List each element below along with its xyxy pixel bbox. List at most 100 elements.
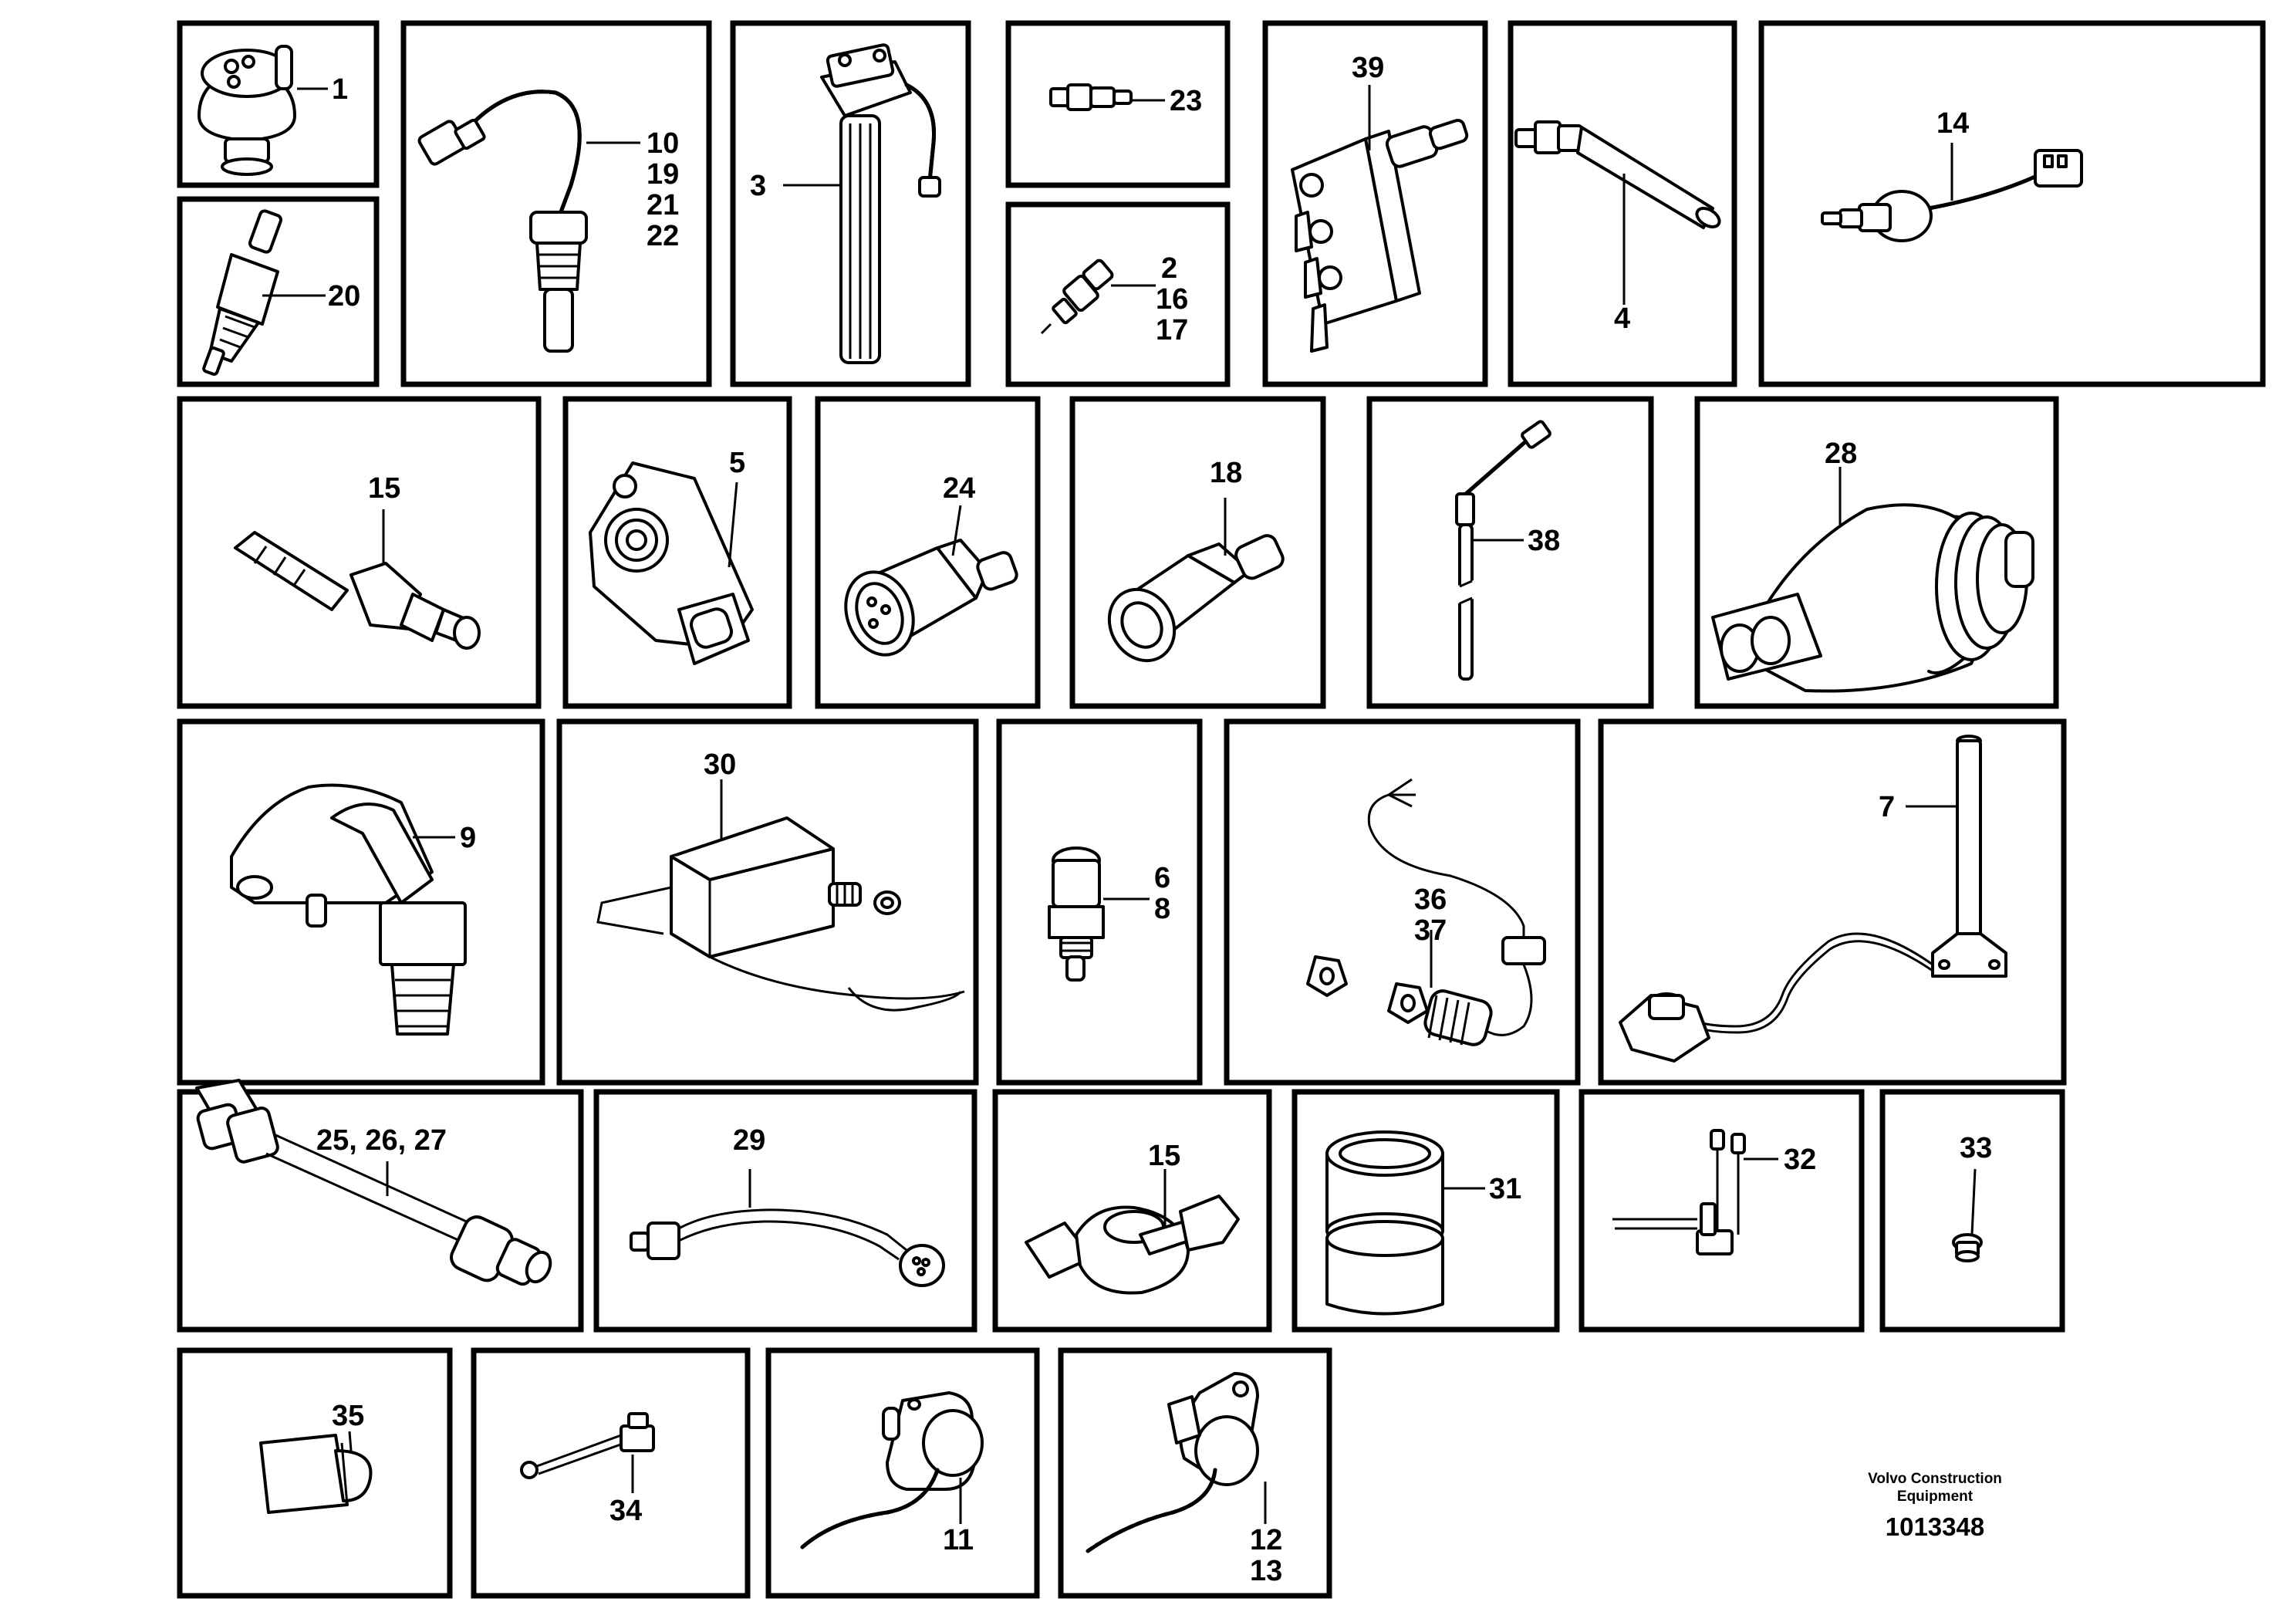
- probe-32-illustration: [1612, 1129, 1746, 1255]
- callout-24: 24: [943, 472, 975, 505]
- callout-29: 29: [733, 1124, 765, 1157]
- probe-34-illustration: [520, 1412, 655, 1479]
- callout-17: 17: [1156, 314, 1188, 346]
- coolant-temp-sensor-illustration: [417, 90, 588, 353]
- fuel-level-sensor-illustration: [820, 43, 941, 364]
- callout-12: 12: [1250, 1524, 1282, 1556]
- panel-part-3: 3: [730, 20, 971, 387]
- callout-6: 6: [1154, 862, 1170, 894]
- panel-part-24: 24: [815, 396, 1041, 709]
- panel-part-15-top: 15: [177, 396, 542, 709]
- panel-part-10: 10 19 21 22: [400, 20, 712, 387]
- callout-18: 18: [1210, 457, 1242, 489]
- panel-part-36: 36 37: [1224, 718, 1581, 1086]
- callout-39: 39: [1352, 52, 1384, 84]
- callout-33: 33: [1960, 1132, 1992, 1164]
- callout-13: 13: [1250, 1555, 1282, 1587]
- relay-switch-39-illustration: [1291, 118, 1469, 353]
- callout-20: 20: [328, 280, 360, 313]
- panel-part-30: 30: [556, 718, 979, 1086]
- panel-part-23: 23: [1005, 20, 1231, 188]
- speed-sensor-15-illustration: [234, 531, 481, 650]
- panel-part-38: 38: [1366, 396, 1654, 709]
- temperature-probe-38-illustration: [1455, 420, 1551, 681]
- sensor-35-illustration: [259, 1434, 373, 1514]
- panel-part-29: 29: [593, 1089, 977, 1333]
- throttle-position-sensor-illustration: [589, 461, 754, 665]
- callout-34: 34: [609, 1495, 642, 1527]
- speed-sensor-12-illustration: [1086, 1372, 1259, 1553]
- panel-part-1: 1: [177, 20, 380, 188]
- callout-37: 37: [1414, 914, 1447, 947]
- callout-15-top: 15: [368, 472, 400, 505]
- callout-10: 10: [647, 127, 679, 160]
- speed-sensor-36-illustration: [1306, 778, 1546, 1046]
- callout-2: 2: [1161, 252, 1177, 285]
- panel-part-25: 25, 26, 27: [177, 1079, 584, 1333]
- callout-28: 28: [1825, 438, 1857, 470]
- panel-part-32: 32: [1578, 1089, 1865, 1333]
- pressure-sensor-28-illustration: [1711, 503, 2034, 693]
- callout-23: 23: [1170, 85, 1202, 117]
- callout-35: 35: [332, 1400, 364, 1432]
- callout-21: 21: [647, 189, 679, 221]
- small-sensor-2-illustration: [1040, 259, 1114, 335]
- callout-31: 31: [1489, 1173, 1521, 1205]
- panel-part-35: 35: [177, 1347, 453, 1599]
- callout-22: 22: [647, 220, 679, 252]
- plug-33-illustration: [1952, 1233, 1983, 1262]
- callout-15-bottom: 15: [1148, 1140, 1180, 1172]
- panel-part-7: 7: [1598, 718, 2067, 1086]
- panel-part-33: 33: [1879, 1089, 2065, 1333]
- panel-part-12: 12 13: [1058, 1347, 1332, 1599]
- level-sensor-9-illustration: [230, 783, 467, 1036]
- panel-part-5: 5: [562, 396, 792, 709]
- temperature-probe-4-illustration: [1514, 120, 1721, 229]
- panel-part-6: 6 8: [996, 718, 1203, 1086]
- callout-11: 11: [943, 1524, 974, 1556]
- callout-19: 19: [647, 158, 679, 191]
- panel-part-14: 14: [1758, 20, 2266, 387]
- pressure-sensor-24-illustration: [844, 539, 1018, 657]
- callout-3: 3: [750, 170, 766, 202]
- callout-7: 7: [1879, 791, 1895, 823]
- callout-1: 1: [332, 73, 348, 106]
- panel-part-2: 2 16 17: [1005, 201, 1231, 387]
- drawing-number: 1013348: [1886, 1512, 1984, 1541]
- callout-32: 32: [1784, 1144, 1816, 1176]
- panel-part-31: 31: [1292, 1089, 1560, 1333]
- thermostat-switch-30-illustration: [596, 816, 965, 1012]
- panel-part-39: 39: [1262, 20, 1488, 387]
- callout-14: 14: [1936, 107, 1969, 140]
- pressure-switch-illustration: [198, 45, 296, 176]
- callout-25-26-27: 25, 26, 27: [316, 1124, 447, 1157]
- level-probe-7-illustration: [1619, 735, 2007, 1063]
- cable-sensor-29-illustration: [630, 1208, 945, 1287]
- panel-part-11: 11: [765, 1347, 1040, 1599]
- callout-4: 4: [1614, 302, 1630, 335]
- panel-part-20: 20: [177, 196, 380, 387]
- panel-part-34: 34: [471, 1347, 751, 1599]
- pressure-sensor-14-illustration: [1821, 149, 2083, 242]
- callout-30: 30: [704, 748, 736, 781]
- brand-line-2: Equipment: [1897, 1489, 1974, 1505]
- callout-9: 9: [460, 822, 476, 854]
- callout-38: 38: [1528, 525, 1560, 557]
- callout-8: 8: [1154, 893, 1170, 925]
- drawing-footer: Volvo Construction Equipment 1013348: [1868, 1471, 2002, 1541]
- callout-16: 16: [1156, 283, 1188, 316]
- brand-line-1: Volvo Construction: [1868, 1471, 2002, 1487]
- pressure-sender-6-illustration: [1048, 846, 1105, 982]
- pressure-switch-18-illustration: [1107, 534, 1285, 663]
- tee-sensor-15-illustration: [1025, 1195, 1240, 1295]
- speed-sensor-11-illustration: [800, 1391, 984, 1549]
- panel-part-4: 4: [1508, 20, 1737, 387]
- panel-part-28: 28: [1694, 396, 2059, 709]
- panel-part-15-bottom: 15: [992, 1089, 1272, 1333]
- small-sensor-23-illustration: [1049, 83, 1133, 111]
- callout-36: 36: [1414, 884, 1447, 916]
- panel-part-18: 18: [1069, 396, 1326, 709]
- callout-5: 5: [729, 447, 745, 479]
- sleeve-31-illustration: [1325, 1130, 1444, 1316]
